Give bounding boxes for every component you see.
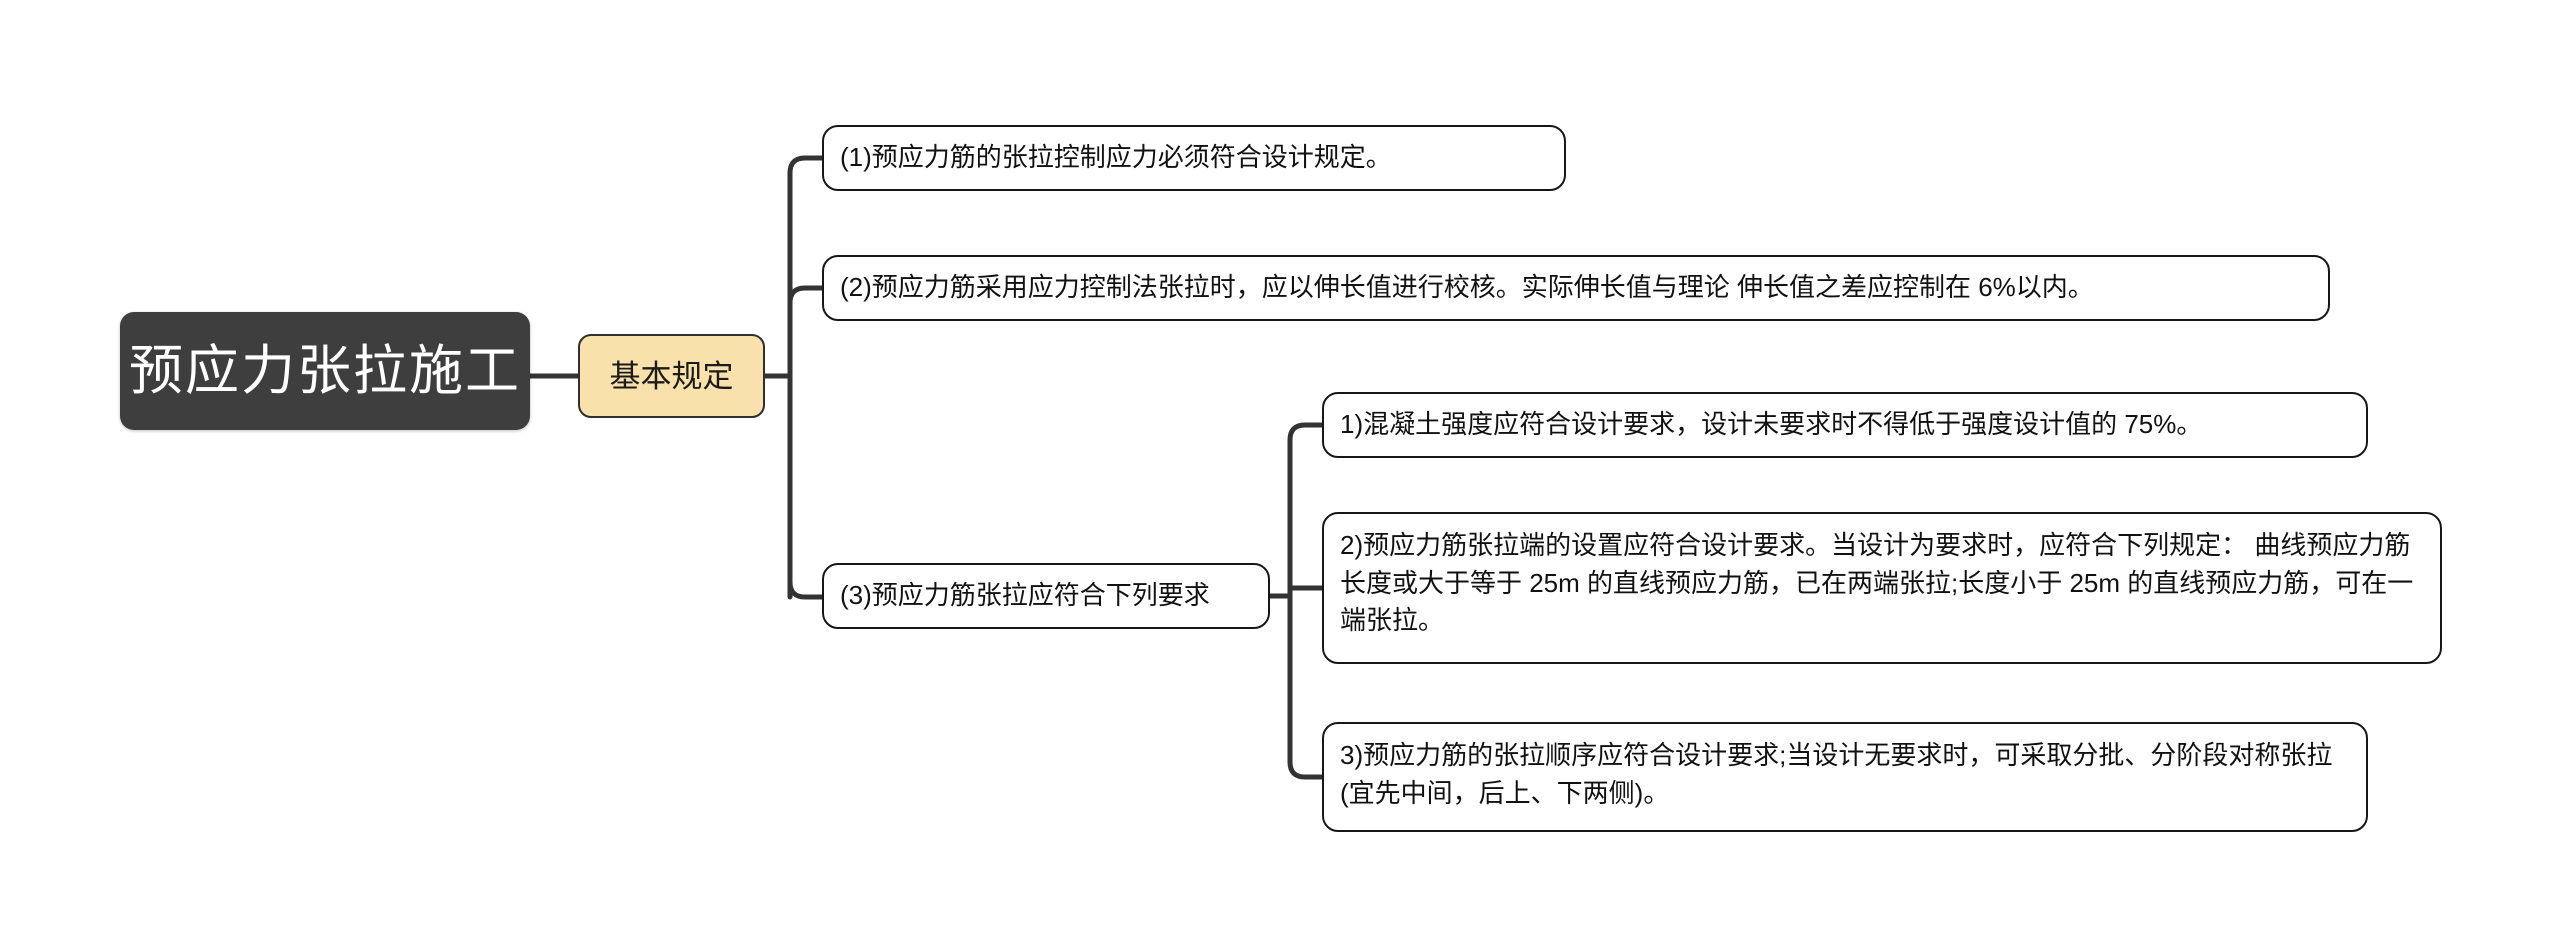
connector-to-leaf-2 [787,285,825,306]
branch-node-basic-rules[interactable]: 基本规定 [578,334,765,418]
leaf-node-1[interactable]: (1)预应力筋的张拉控制应力必须符合设计规定。 [822,125,1566,191]
leaf-node-2[interactable]: (2)预应力筋采用应力控制法张拉时，应以伸长值进行校核。实际伸长值与理论 伸长值… [822,255,2330,321]
root-node-label: 预应力张拉施工 [129,341,521,401]
sub-leaf-node-2-label: 2)预应力筋张拉端的设置应符合设计要求。当设计为要求时，应符合下列规定： 曲线预… [1340,530,2414,636]
connector-to-leaf-3 [787,579,825,600]
sub-leaf-node-2[interactable]: 2)预应力筋张拉端的设置应符合设计要求。当设计为要求时，应符合下列规定： 曲线预… [1322,512,2442,664]
sub-leaf-node-3[interactable]: 3)预应力筋的张拉顺序应符合设计要求;当设计无要求时，可采取分批、分阶段对称张拉… [1322,722,2368,832]
sub-leaf-node-1[interactable]: 1)混凝土强度应符合设计要求，设计未要求时不得低于强度设计值的 75%。 [1322,392,2368,458]
connector-to-subleaf-3 [1287,759,1325,780]
leaf-node-1-label: (1)预应力筋的张拉控制应力必须符合设计规定。 [840,142,1392,173]
sub-leaf-node-3-label: 3)预应力筋的张拉顺序应符合设计要求;当设计无要求时，可采取分批、分阶段对称张拉… [1340,740,2333,808]
leaf-node-3[interactable]: (3)预应力筋张拉应符合下列要求 [822,563,1270,629]
branch-node-label: 基本规定 [609,358,734,394]
connector-to-subleaf-1 [1287,422,1325,443]
sub-leaf-node-1-label: 1)混凝土强度应符合设计要求，设计未要求时不得低于强度设计值的 75%。 [1340,409,2203,440]
leaf-node-2-label: (2)预应力筋采用应力控制法张拉时，应以伸长值进行校核。实际伸长值与理论 伸长值… [840,272,2094,303]
connector-to-leaf-1 [787,155,825,176]
leaf-node-3-label: (3)预应力筋张拉应符合下列要求 [840,580,1210,611]
root-node[interactable]: 预应力张拉施工 [120,312,530,430]
